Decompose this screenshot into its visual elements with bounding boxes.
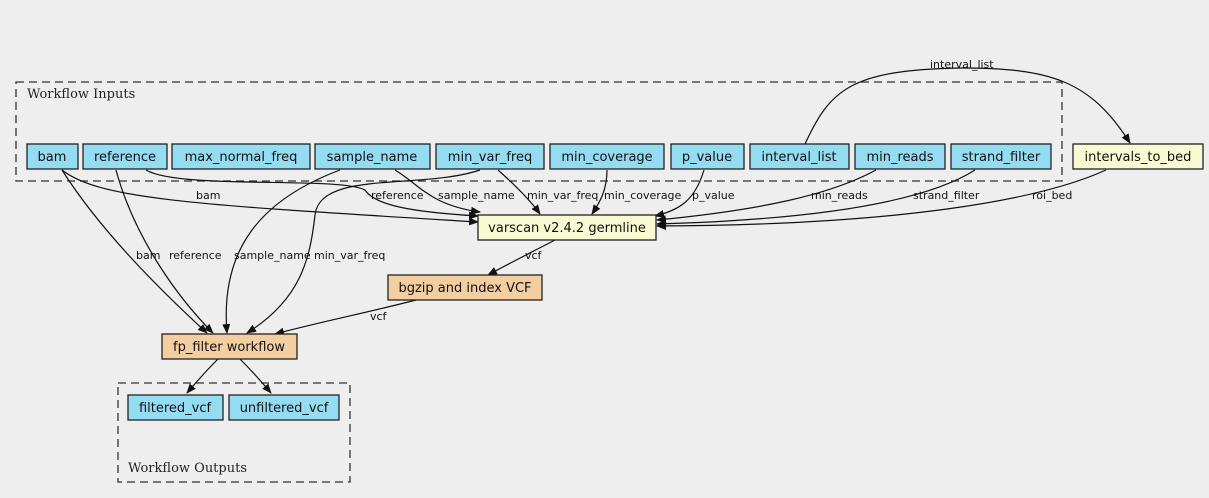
edge-label: vcf: [525, 249, 543, 262]
svg-text:intervals_to_bed: intervals_to_bed: [1085, 150, 1192, 165]
edge-label: min_var_freq: [314, 249, 385, 262]
svg-text:bam: bam: [38, 150, 67, 165]
edge-min-coverage-to-varscan: min_coverage: [591, 169, 682, 215]
input-node-reference[interactable]: reference: [82, 143, 168, 170]
edge-label: sample_name: [438, 189, 515, 202]
input-node-p-value[interactable]: p_value: [670, 143, 745, 170]
edge-label: strand_filter: [913, 189, 980, 202]
edge-roi-bed-to-varscan: roi_bed: [656, 169, 1107, 230]
edge-label: min_var_freq: [527, 189, 598, 202]
edge-strand-filter-to-varscan: strand_filter: [656, 169, 980, 228]
edge-p-value-to-varscan: p_value: [654, 169, 735, 218]
edge-sample-name-to-varscan: sample_name: [394, 169, 515, 215]
edge-label: reference: [169, 249, 222, 262]
input-node-interval-list[interactable]: interval_list: [749, 143, 850, 170]
output-node-filtered-vcf[interactable]: filtered_vcf: [127, 394, 224, 421]
svg-text:sample_name: sample_name: [327, 150, 418, 165]
edge-label: min_reads: [811, 189, 868, 202]
tool-node-varscan[interactable]: varscan v2.4.2 germline: [477, 214, 657, 241]
workflow-outputs-cluster: Workflow Outputs: [117, 382, 351, 483]
edge-fp-filter-to-unfiltered-vcf: [239, 358, 272, 394]
svg-text:strand_filter: strand_filter: [962, 150, 1041, 165]
edge-label: p_value: [692, 189, 735, 202]
edge-sample-name-to-fp-filter: sample_name: [222, 169, 341, 334]
input-node-bam[interactable]: bam: [26, 143, 79, 170]
input-node-min-var-freq[interactable]: min_var_freq: [435, 143, 545, 170]
svg-text:bgzip and index VCF: bgzip and index VCF: [398, 281, 531, 296]
edge-min-reads-to-varscan: min_reads: [656, 169, 877, 224]
output-node-unfiltered-vcf[interactable]: unfiltered_vcf: [228, 394, 340, 421]
edge-label: bam: [196, 189, 220, 202]
edge-label: vcf: [370, 310, 388, 323]
workflow-inputs-label: Workflow Inputs: [27, 87, 135, 102]
edge-min-var-freq-to-fp-filter: min_var_freq: [246, 169, 481, 334]
svg-text:unfiltered_vcf: unfiltered_vcf: [240, 401, 329, 416]
edge-interval-list-to-intervals-to-bed: interval_list: [804, 58, 1131, 145]
edge-varscan-to-bgzip: vcf: [487, 239, 556, 276]
input-node-strand-filter[interactable]: strand_filter: [950, 143, 1052, 170]
workflow-inputs-cluster: Workflow Inputs: [15, 81, 1063, 182]
tool-node-bgzip[interactable]: bgzip and index VCF: [387, 274, 543, 301]
input-node-min-reads[interactable]: min_reads: [854, 143, 946, 170]
svg-text:varscan v2.4.2 germline: varscan v2.4.2 germline: [488, 221, 646, 236]
svg-text:min_var_freq: min_var_freq: [448, 150, 532, 165]
svg-text:reference: reference: [94, 150, 156, 165]
edge-fp-filter-to-filtered-vcf: [186, 358, 219, 394]
svg-text:interval_list: interval_list: [761, 150, 836, 165]
edge-bgzip-to-fp-filter: vcf: [274, 298, 421, 336]
input-node-sample-name[interactable]: sample_name: [314, 143, 431, 170]
svg-text:min_reads: min_reads: [866, 150, 933, 165]
edge-label: roi_bed: [1032, 189, 1072, 202]
edge-label: bam: [136, 249, 160, 262]
input-node-max-normal-freq[interactable]: max_normal_freq: [171, 143, 311, 170]
edge-label: reference: [371, 189, 424, 202]
workflow-outputs-label: Workflow Outputs: [128, 461, 247, 476]
svg-text:min_coverage: min_coverage: [561, 150, 652, 165]
edge-label: interval_list: [930, 58, 994, 71]
edge-min-var-freq-to-varscan: min_var_freq: [497, 169, 598, 215]
svg-text:filtered_vcf: filtered_vcf: [139, 401, 212, 416]
svg-text:max_normal_freq: max_normal_freq: [185, 150, 298, 165]
edge-bam-to-varscan: bam: [61, 169, 479, 226]
input-node-min-coverage[interactable]: min_coverage: [549, 143, 665, 170]
svg-text:p_value: p_value: [682, 150, 732, 165]
edge-reference-to-varscan: reference: [145, 169, 479, 220]
tool-node-intervals-to-bed[interactable]: intervals_to_bed: [1072, 143, 1204, 170]
svg-text:fp_filter workflow: fp_filter workflow: [173, 340, 285, 355]
edge-reference-to-fp-filter: reference: [115, 169, 222, 334]
edge-bam-to-fp-filter: bam: [61, 169, 208, 334]
edge-label: min_coverage: [604, 189, 682, 202]
edge-label: sample_name: [234, 249, 311, 262]
subworkflow-node-fp-filter[interactable]: fp_filter workflow: [161, 333, 298, 360]
